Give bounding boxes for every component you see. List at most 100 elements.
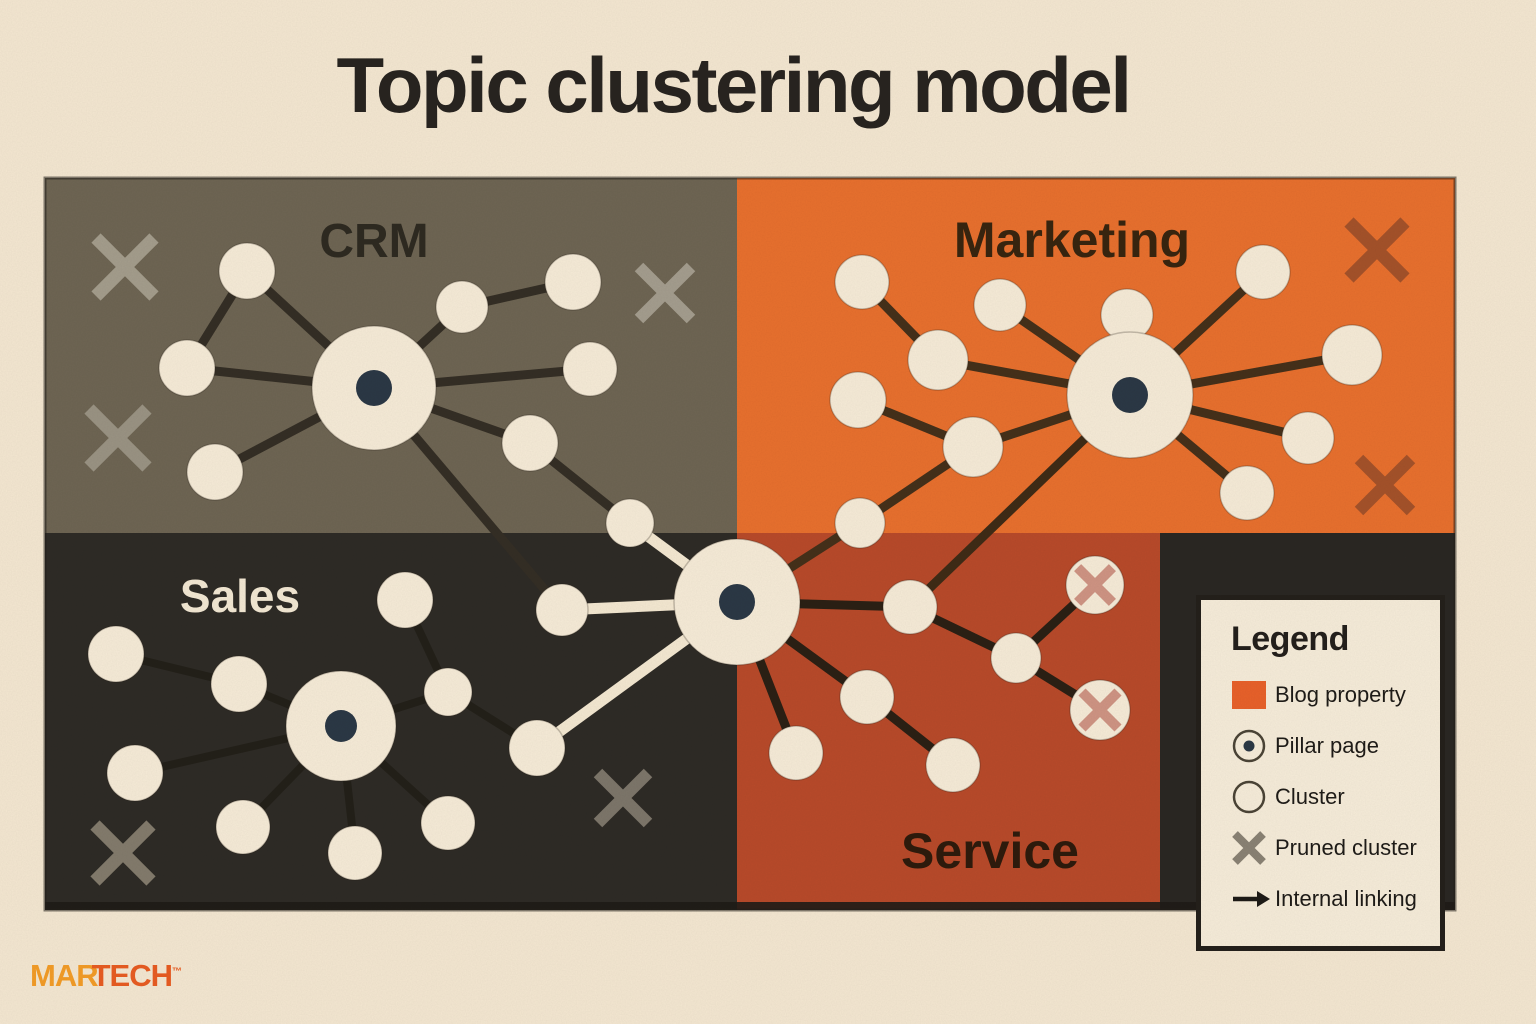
- martech-logo: MARTECH™: [30, 958, 182, 994]
- svc-v4: [768, 725, 824, 781]
- cluster-circle: [215, 799, 271, 855]
- pillar-page-icon: [1231, 726, 1275, 766]
- svc-v3: [839, 669, 895, 725]
- cluster-circle: [942, 416, 1004, 478]
- chain-c: [508, 719, 566, 777]
- cluster-circle: [501, 414, 559, 472]
- pillar-dot: [356, 370, 392, 406]
- cluster-circle: [882, 579, 938, 635]
- crm-c3: [186, 443, 244, 501]
- cluster-circle: [1321, 324, 1383, 386]
- cluster-circle: [907, 329, 969, 391]
- crm-pillar: [311, 325, 437, 451]
- mkt-m5: [942, 416, 1004, 478]
- sales-s6: [215, 799, 271, 855]
- mkt-m2: [907, 329, 969, 391]
- mkt-m1: [834, 254, 890, 310]
- mkt-m9: [1281, 411, 1335, 465]
- sales-pillar: [285, 670, 397, 782]
- cluster-circle: [158, 339, 216, 397]
- sales-s5: [423, 667, 473, 717]
- cluster-circle: [535, 583, 589, 637]
- central-hub-pillar: [673, 538, 801, 666]
- crm-c5: [544, 253, 602, 311]
- svc-v5: [925, 737, 981, 793]
- cluster-circle: [1235, 244, 1291, 300]
- sales-s1: [87, 625, 145, 683]
- cluster-circle: [376, 571, 434, 629]
- pillar-dot: [325, 710, 357, 742]
- legend-row-pillar-page: Pillar page: [1231, 720, 1432, 771]
- crm-c4: [435, 280, 489, 334]
- sales-s7: [327, 825, 383, 881]
- svc-v2: [990, 632, 1042, 684]
- cluster-circle: [925, 737, 981, 793]
- crm-c1: [218, 242, 276, 300]
- service-pruned-1: [1065, 555, 1125, 615]
- legend-title: Legend: [1231, 620, 1349, 658]
- cluster-circle: [562, 341, 618, 397]
- legend-label: Cluster: [1275, 783, 1345, 809]
- martech-logo-tech: TECH: [91, 958, 173, 993]
- cluster-circle: [186, 443, 244, 501]
- cluster-circle: [768, 725, 824, 781]
- mkt-m6: [834, 497, 886, 549]
- cluster-circle: [605, 498, 655, 548]
- cluster-circle: [829, 371, 887, 429]
- marketing-pillar: [1066, 331, 1194, 459]
- crm-c2: [158, 339, 216, 397]
- crm-c6: [562, 341, 618, 397]
- cluster-circle: [210, 655, 268, 713]
- cluster-circle: [87, 625, 145, 683]
- cluster-circle: [839, 669, 895, 725]
- quadrant-label-crm: CRM: [319, 215, 428, 268]
- mkt-m4: [829, 371, 887, 429]
- legend-row-blog-property-swatch: Blog property: [1231, 669, 1432, 720]
- cluster-circle: [1281, 411, 1335, 465]
- blog-property-swatch-icon: [1231, 675, 1275, 715]
- legend-row-internal-linking-arrow: Internal linking: [1231, 873, 1432, 924]
- pruned-cluster-icon: [1231, 828, 1275, 868]
- cluster-circle: [218, 242, 276, 300]
- mkt-m3: [973, 278, 1027, 332]
- martech-logo-mar: MAR: [30, 958, 99, 993]
- cluster-circle: [420, 795, 476, 851]
- sales-s3: [106, 744, 164, 802]
- cluster-circle: [435, 280, 489, 334]
- pillar-dot: [1112, 377, 1148, 413]
- pillar-dot: [719, 584, 755, 620]
- sales-s8: [420, 795, 476, 851]
- mkt-m7: [1235, 244, 1291, 300]
- legend-label: Blog property: [1275, 681, 1406, 707]
- legend-row-cluster: Cluster: [1231, 771, 1432, 822]
- mkt-m10: [1219, 465, 1275, 521]
- cluster-circle: [834, 497, 886, 549]
- legend-row-pruned-cluster: Pruned cluster: [1231, 822, 1432, 873]
- sales-s2: [210, 655, 268, 713]
- quadrant-label-marketing: Marketing: [954, 212, 1190, 268]
- cluster-circle: [834, 254, 890, 310]
- crm-c7: [501, 414, 559, 472]
- svc-v1: [882, 579, 938, 635]
- cluster-circle: [990, 632, 1042, 684]
- legend-label: Pruned cluster: [1275, 834, 1417, 860]
- cluster-circle: [508, 719, 566, 777]
- cluster-icon: [1231, 777, 1275, 817]
- sales-s4: [376, 571, 434, 629]
- legend-label: Internal linking: [1275, 885, 1417, 911]
- cluster-circle: [423, 667, 473, 717]
- quadrant-label-sales: Sales: [180, 570, 300, 622]
- cluster-circle: [544, 253, 602, 311]
- legend-label: Pillar page: [1275, 732, 1379, 758]
- chain-a: [605, 498, 655, 548]
- mkt-m8: [1321, 324, 1383, 386]
- internal-linking-arrow-icon: [1231, 879, 1275, 919]
- chain-b: [535, 583, 589, 637]
- cluster-circle: [327, 825, 383, 881]
- cluster-circle: [106, 744, 164, 802]
- service-pruned-2: [1069, 679, 1131, 741]
- trademark-symbol: ™: [172, 966, 182, 978]
- quadrant-label-service: Service: [901, 823, 1079, 879]
